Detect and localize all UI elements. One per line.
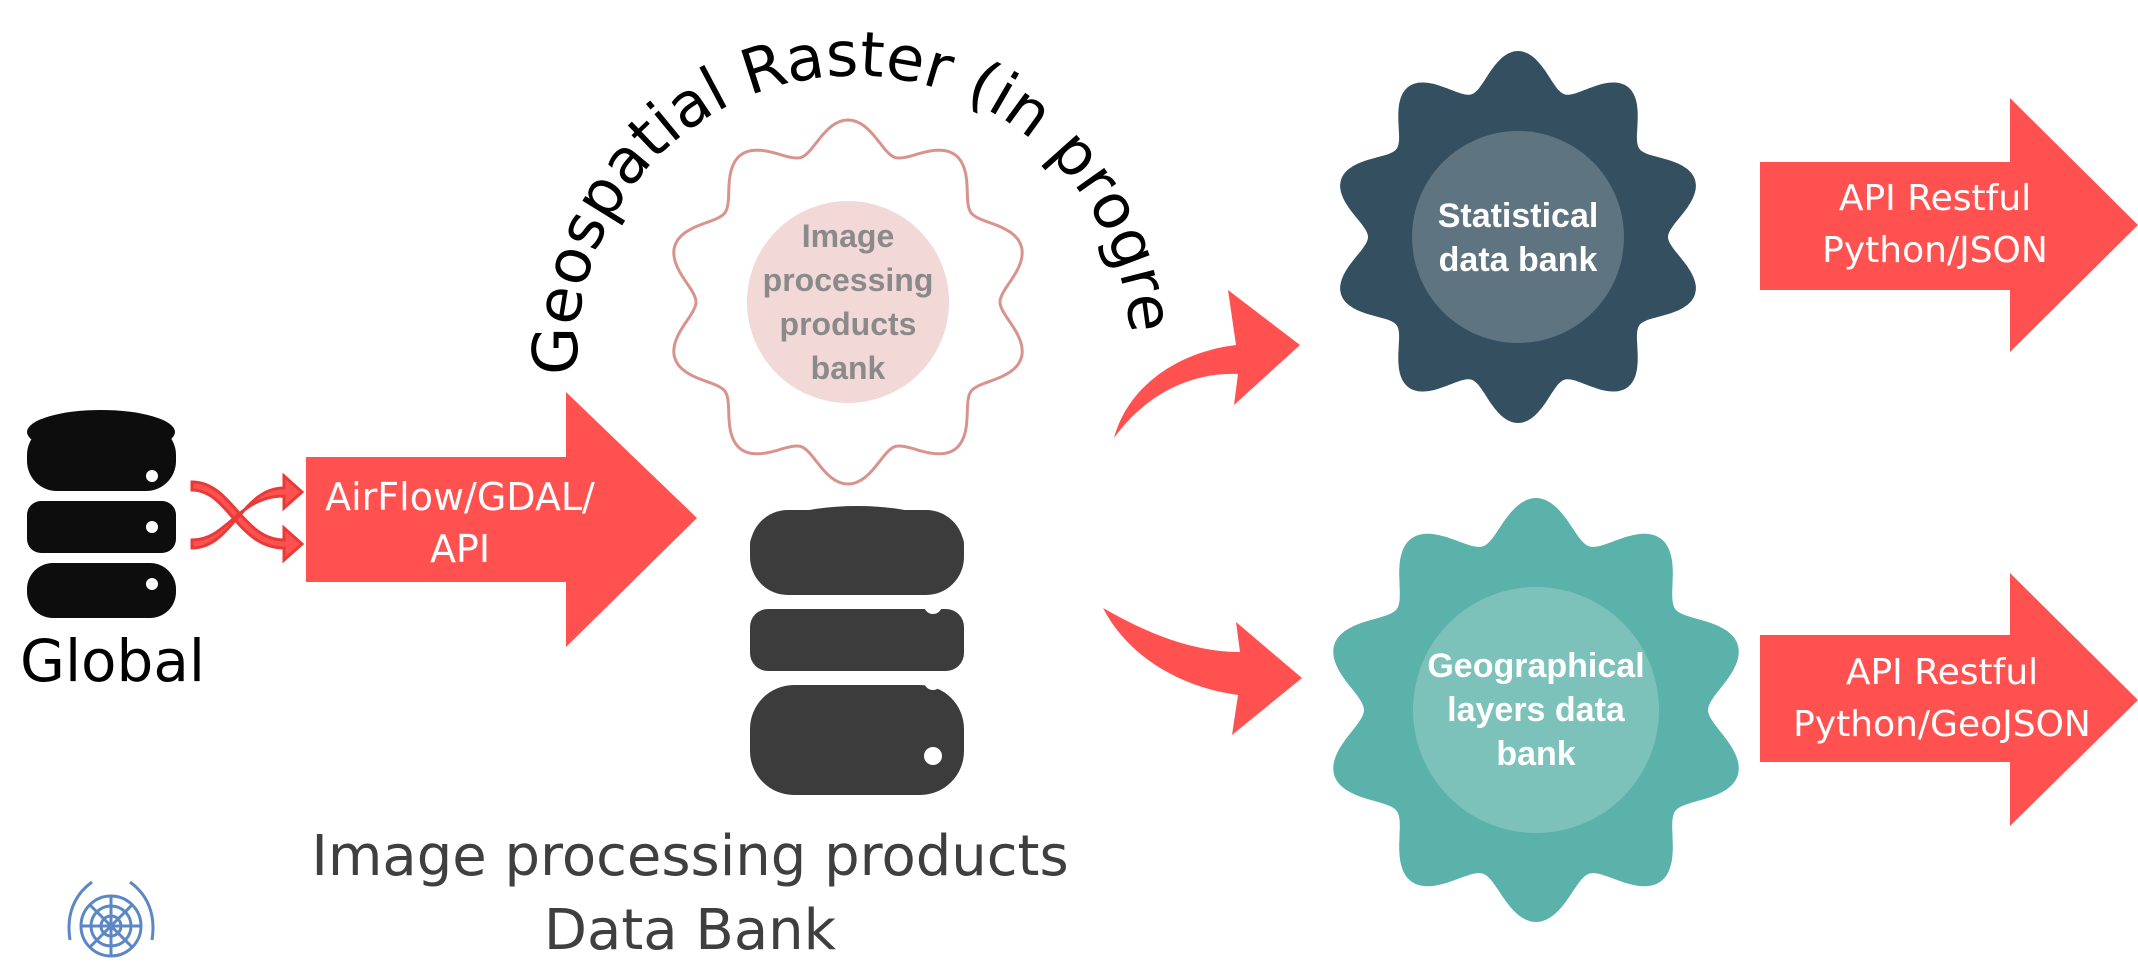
curved-arrow-to-statistical — [1114, 290, 1300, 438]
ingest-arrow-label-line1: AirFlow/GDAL/ — [325, 475, 595, 519]
processing-gear-inner — [747, 201, 949, 403]
statistical-gear-inner — [1412, 131, 1624, 343]
api-statistical-label-line2: Python/JSON — [1822, 230, 2048, 271]
api-arrow-geographical — [1760, 573, 2138, 826]
geographical-gear-label-line2: layers data — [1447, 691, 1625, 729]
global-database-icon — [27, 410, 176, 618]
global-label: Global — [20, 627, 206, 695]
shuffle-arrows-icon — [190, 472, 305, 564]
curved-arrow-to-geographical — [1103, 608, 1302, 735]
statistical-gear-label-line1: Statistical — [1437, 197, 1599, 235]
central-databank-caption-line2: Data Bank — [543, 898, 837, 963]
api-geographical-label-line1: API Restful — [1845, 652, 2039, 693]
api-statistical-label: API Restful Python/JSON — [1770, 170, 2100, 280]
statistical-gear-label-line2: data bank — [1438, 241, 1598, 279]
processing-gear-label-line4: bank — [810, 350, 886, 386]
ingest-arrow-label: AirFlow/GDAL/ API — [310, 468, 610, 578]
central-databank-caption: Image processing products Data Bank — [300, 820, 1080, 968]
ingest-arrow-label-line2: API — [429, 527, 491, 571]
central-databank-caption-line1: Image processing products — [311, 824, 1069, 889]
central-database-icon — [750, 506, 964, 795]
processing-gear-label-line1: Image — [801, 218, 895, 254]
api-geographical-label: API Restful Python/GeoJSON — [1762, 644, 2122, 754]
geographical-gear-label-line3: bank — [1496, 735, 1576, 773]
geographical-gear-label-line1: Geographical — [1427, 647, 1645, 685]
processing-gear-label-line2: processing — [762, 262, 934, 298]
statistical-gear-label: Statistical data bank — [1418, 190, 1618, 286]
processing-gear-label: Image processing products bank — [748, 212, 948, 392]
api-statistical-label-line1: API Restful — [1838, 178, 2032, 219]
un-emblem-icon — [67, 880, 155, 958]
curved-title: Geospatial Raster (in progress) — [0, 0, 1188, 375]
api-geographical-label-line2: Python/GeoJSON — [1793, 704, 2091, 745]
geographical-gear-label: Geographical layers data bank — [1416, 640, 1656, 780]
api-arrow-statistical — [1760, 98, 2138, 352]
ingest-arrow — [306, 392, 697, 647]
processing-gear-icon — [672, 118, 1024, 486]
processing-gear-label-line3: products — [779, 306, 917, 342]
geographical-gear-inner — [1413, 587, 1659, 833]
